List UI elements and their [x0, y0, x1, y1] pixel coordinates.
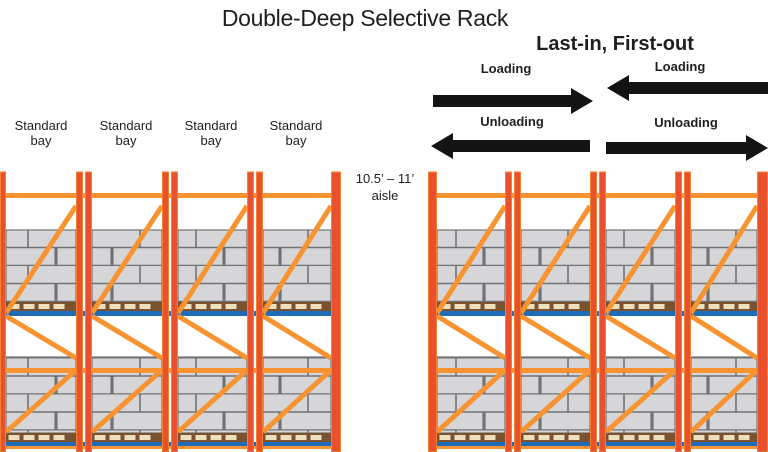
- pallets: [6, 302, 331, 442]
- bay-label-4: Standard bay: [270, 118, 323, 148]
- aisle-label-line1: 10.5’ – 11’: [355, 171, 415, 186]
- pallets: [437, 302, 757, 442]
- arrowhead-right-icon: [746, 135, 768, 161]
- bay-label-line1: Standard: [184, 118, 238, 133]
- aisle-label-line2: aisle: [371, 188, 399, 203]
- beams: [0, 193, 341, 449]
- bay-label-2: Standard bay: [100, 118, 153, 148]
- arrow-shaft: [433, 95, 573, 107]
- loading-arrow-right: [607, 75, 768, 101]
- rack-left-illustration: [0, 171, 341, 452]
- bay-label-1: Standard bay: [15, 118, 68, 148]
- upright-posts: [0, 171, 341, 452]
- bay-label-line2: bay: [285, 133, 307, 148]
- aisle-width-label: 10.5’ – 11’ aisle: [356, 170, 415, 204]
- arrow-shaft: [451, 140, 590, 152]
- brace-diagonals: [3, 204, 334, 434]
- bay-label-line2: bay: [200, 133, 222, 148]
- brace-diagonals: [434, 204, 760, 434]
- unloading-label-left: Unloading: [480, 114, 544, 129]
- arrowhead-left-icon: [607, 75, 629, 101]
- loading-label-right: Loading: [654, 59, 706, 74]
- beams: [428, 193, 768, 449]
- unloading-label-right: Unloading: [654, 115, 718, 130]
- arrow-shaft: [606, 142, 748, 154]
- bay-label-line1: Standard: [269, 118, 323, 133]
- unloading-arrow-right: [606, 135, 768, 161]
- loading-arrow-left: [433, 88, 593, 114]
- arrow-shaft: [627, 82, 768, 94]
- unloading-arrow-left: [431, 133, 590, 159]
- bay-label-3: Standard bay: [185, 118, 238, 148]
- bay-label-line2: bay: [115, 133, 137, 148]
- lifo-heading: Last-in, First-out: [536, 33, 694, 55]
- bay-label-line1: Standard: [14, 118, 68, 133]
- upright-posts: [428, 171, 768, 452]
- diagram-title: Double-Deep Selective Rack: [221, 5, 509, 31]
- arrowhead-right-icon: [571, 88, 593, 114]
- rack-right-illustration: [428, 171, 768, 452]
- bay-label-line2: bay: [30, 133, 52, 148]
- loading-label-left: Loading: [480, 61, 532, 76]
- arrowhead-left-icon: [431, 133, 453, 159]
- bay-label-line1: Standard: [99, 118, 153, 133]
